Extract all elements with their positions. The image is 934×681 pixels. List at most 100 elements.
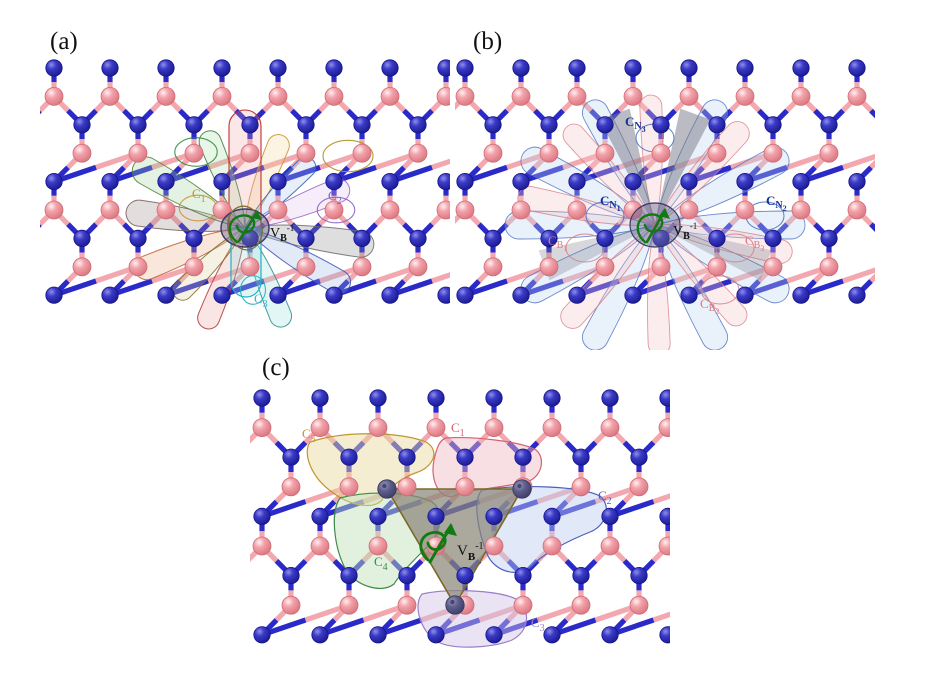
nitrogen-atom [157,59,175,77]
boron-atom [513,595,533,615]
nitrogen-atom [624,59,642,77]
panel-c-label: (c) [262,354,290,381]
nitrogen-atom [485,507,503,525]
nitrogen-atom [101,286,119,304]
cluster-label-a-c1: C1 [192,186,206,205]
nitrogen-atom [409,229,427,247]
boron-atom [339,477,359,497]
boron-atom [352,143,372,163]
boron-atom [658,536,670,556]
nitrogen-atom [820,229,838,247]
nitrogen-atom [630,567,648,585]
boron-atom [735,200,755,220]
boron-atom [156,200,176,220]
boron-atom [791,87,811,106]
vacancy-neighbour-atom [377,479,397,499]
boron-atom [380,87,400,106]
nitrogen-atom [680,286,698,304]
nitrogen-atom [736,286,754,304]
boron-atom [72,143,92,163]
svg-text:VB-1: VB-1 [270,223,294,244]
boron-atom [339,595,359,615]
nitrogen-atom [427,389,445,407]
nitrogen-atom [45,286,63,304]
nitrogen-atom [45,59,63,77]
boron-atom [484,418,504,437]
nitrogen-atom [437,59,450,77]
cluster-label-a-c2: C2 [328,188,342,207]
nitrogen-atom [297,116,315,134]
nitrogen-atom [680,59,698,77]
boron-atom [567,200,587,220]
boron-atom [819,143,839,163]
spin-pair-lobe [125,199,247,232]
boron-atom [567,87,587,106]
nitrogen-atom [185,229,203,247]
panel-c: (c) [250,350,670,680]
nitrogen-atom [736,59,754,77]
nitrogen-atom [485,626,503,644]
nitrogen-atom [764,229,782,247]
vacancy-defect-b [629,202,681,248]
boron-atom [595,257,615,277]
boron-atom [600,418,620,437]
spin-pair-lobe [653,224,793,265]
cluster-label-c-c1: C1 [451,420,465,439]
nitrogen-atom [311,626,329,644]
nitrogen-atom [369,507,387,525]
spin-pair-lobe [562,123,657,227]
nitrogen-atom [456,567,474,585]
nitrogen-atom [427,507,445,525]
boron-atom [651,257,671,277]
boron-atom [484,536,504,556]
boron-atom [571,477,591,497]
spin-pair-lobe [517,185,657,226]
nitrogen-atom [485,389,503,407]
nitrogen-atom [543,389,561,407]
panel-b-lattice: VB-1 CN1 CN2 CN3 CB1 CB2 CB3 [455,59,875,350]
boron-atom [310,418,330,437]
boron-atom [436,87,450,106]
nitrogen-atom [596,116,614,134]
boron-atom [368,418,388,437]
nitrogen-atom [282,448,300,466]
boron-atom [763,257,783,277]
boron-atom [240,257,260,277]
nitrogen-atom [353,116,371,134]
spin-pair-lobe [653,223,748,327]
nitrogen-atom [213,59,231,77]
nitrogen-atom [129,229,147,247]
nitrogen-atom [568,286,586,304]
boron-atom [296,143,316,163]
boron-atom [629,595,649,615]
cluster-label-c-c5: C5 [302,426,316,445]
cluster-label-c-c3: C3 [531,615,545,634]
nitrogen-atom [253,626,271,644]
boron-atom [436,200,450,220]
vacancy-defect-a [220,205,270,251]
boron-atom [651,143,671,163]
boron-atom [184,143,204,163]
nitrogen-atom [381,286,399,304]
nitrogen-atom [680,173,698,191]
boron-atom [539,257,559,277]
boron-atom [368,536,388,556]
nitrogen-atom [325,286,343,304]
nitrogen-atom [601,389,619,407]
cluster-label-b-cb1: CB1 [548,233,567,253]
boron-atom [128,257,148,277]
boron-atom [240,143,260,163]
panel-b: (b) [455,20,875,350]
svg-text:VB-1: VB-1 [673,221,697,242]
cluster-label-b-cb2: CB2 [700,296,719,316]
boron-atom [426,418,446,437]
nitrogen-atom [792,59,810,77]
nitrogen-atom [398,567,416,585]
boron-atom [629,477,649,497]
boron-atom [296,257,316,277]
nitrogen-atom [213,286,231,304]
vacancy-neighbour-atom [512,479,532,499]
nitrogen-atom [101,173,119,191]
nitrogen-atom [484,116,502,134]
boron-atom [623,200,643,220]
